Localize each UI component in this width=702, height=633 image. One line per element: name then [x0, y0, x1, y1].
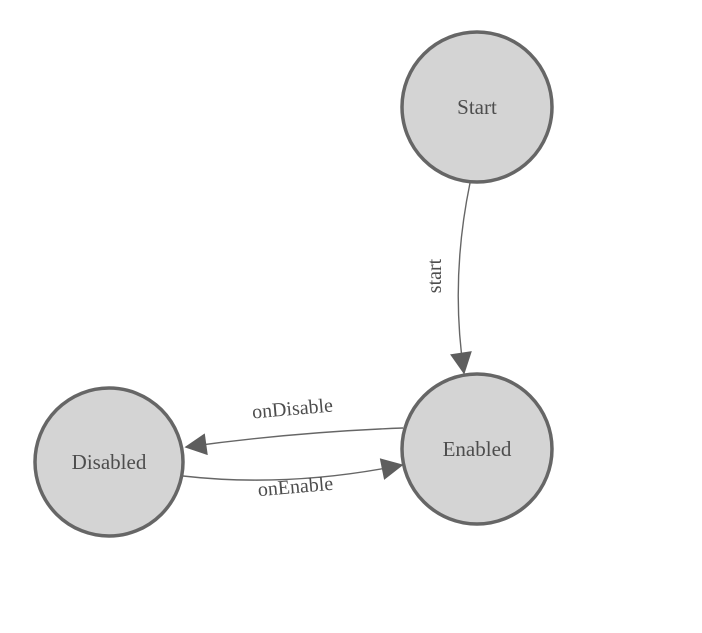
state-node-start[interactable]: Start	[400, 30, 554, 184]
state-circle-start[interactable]	[400, 30, 554, 184]
transition-start-to-enabled[interactable]: start	[424, 182, 472, 375]
edge-line-on-disable[interactable]	[184, 427, 404, 456]
edge-line-on-enable[interactable]	[182, 458, 404, 481]
edge-label-on-disable: onDisable	[251, 395, 334, 424]
transition-disabled-to-enabled[interactable]: onEnable	[182, 458, 404, 502]
state-node-enabled[interactable]: Enabled	[400, 372, 554, 526]
transition-enabled-to-disabled[interactable]: onDisable	[184, 395, 404, 456]
edge-label-start: start	[424, 258, 446, 293]
state-label-disabled: Disabled	[72, 450, 147, 474]
state-label-enabled: Enabled	[443, 437, 512, 461]
state-node-disabled[interactable]: Disabled	[33, 386, 185, 538]
edge-label-on-enable: onEnable	[257, 473, 334, 502]
state-circle-disabled[interactable]	[33, 386, 185, 538]
state-circle-enabled[interactable]	[400, 372, 554, 526]
state-label-start: Start	[457, 95, 497, 119]
edge-line-start[interactable]	[450, 182, 472, 375]
